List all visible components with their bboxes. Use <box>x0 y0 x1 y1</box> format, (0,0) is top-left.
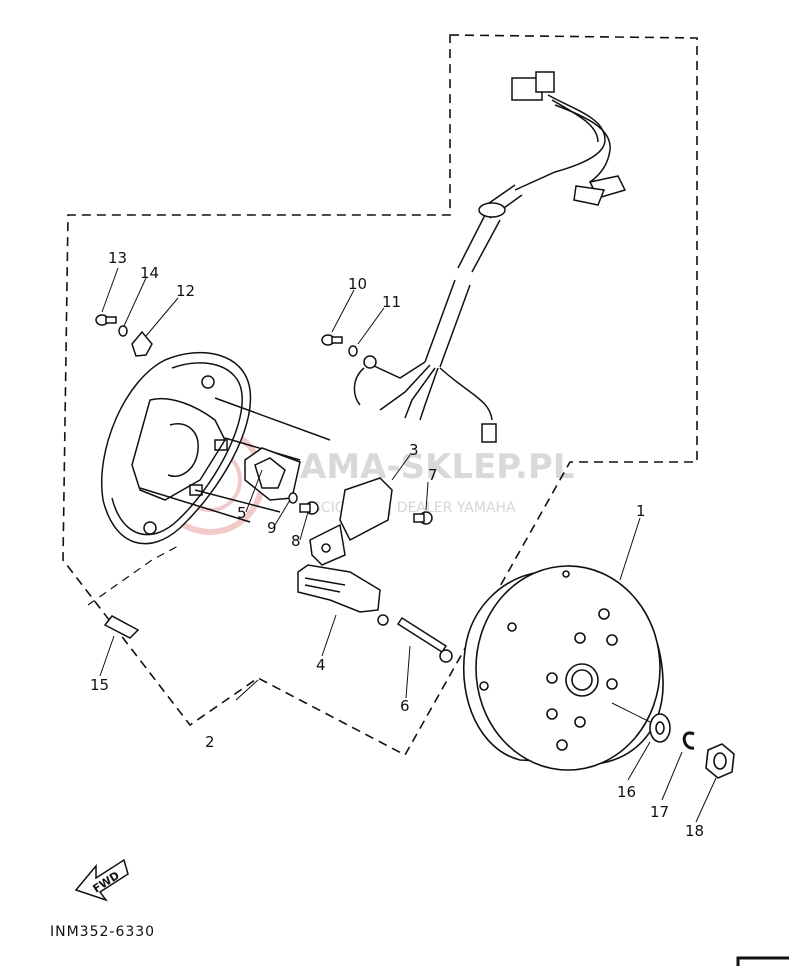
callout-2: 2 <box>205 733 215 751</box>
callout-15: 15 <box>90 676 109 694</box>
callout-8: 8 <box>291 532 301 550</box>
corner-mark <box>736 956 789 966</box>
flywheel-rotor <box>462 565 664 771</box>
callout-17: 17 <box>650 803 669 821</box>
callout-3: 3 <box>409 441 419 459</box>
callout-11: 11 <box>382 293 401 311</box>
fasteners <box>95 314 433 639</box>
callout-7: 7 <box>428 466 438 484</box>
callout-5: 5 <box>237 504 247 522</box>
callout-9: 9 <box>267 519 277 537</box>
wire-harness <box>353 71 627 443</box>
pickup-coil <box>244 447 301 501</box>
watermark-text: AMA-SKLEP.PL <box>300 447 574 487</box>
long-screw <box>396 616 453 663</box>
callout-18: 18 <box>685 822 704 840</box>
callout-10: 10 <box>348 275 367 293</box>
assembly-boundary <box>62 34 698 757</box>
callout-4: 4 <box>316 656 326 674</box>
rotor-nut-set <box>611 702 735 779</box>
cdi-unit <box>309 477 393 566</box>
callout-16: 16 <box>617 783 636 801</box>
callout-12: 12 <box>176 282 195 300</box>
callout-14: 14 <box>140 264 159 282</box>
pickup-bracket <box>297 564 389 626</box>
callout-13: 13 <box>108 249 127 267</box>
leader-lines <box>99 267 717 823</box>
callout-6: 6 <box>400 697 410 715</box>
diagram-code: INM352-6330 <box>50 924 155 940</box>
callout-numbers: 1 2 3 4 5 6 7 8 9 10 11 12 13 14 15 16 1… <box>90 249 704 840</box>
callout-1: 1 <box>636 502 646 520</box>
ground-terminal-icon <box>481 423 497 443</box>
stator-base-plate <box>101 351 331 545</box>
fwd-arrow-icon: FWD <box>74 858 129 902</box>
